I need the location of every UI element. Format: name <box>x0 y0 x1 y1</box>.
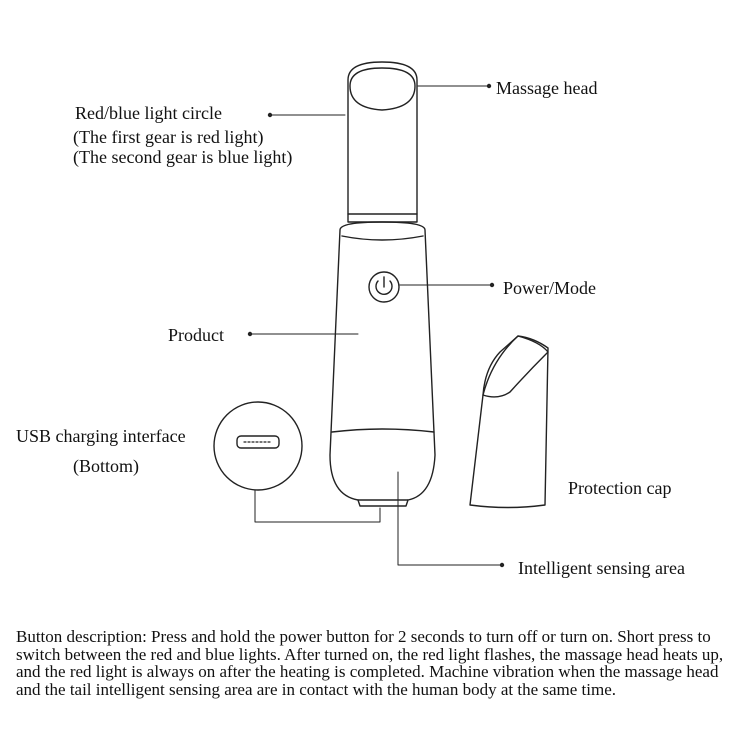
label-light-second-gear: (The second gear is blue light) <box>73 147 293 167</box>
usb-port-icon <box>213 401 303 491</box>
label-massage-head: Massage head <box>496 78 598 98</box>
button-description: Button description: Press and hold the p… <box>16 627 724 699</box>
massage-head-dome <box>349 67 416 111</box>
leader-lines <box>249 85 501 566</box>
neck-ring <box>341 235 424 241</box>
protection-cap-opening <box>482 335 549 398</box>
power-button-icon <box>368 271 400 303</box>
product-body <box>329 221 436 501</box>
label-sensing-area: Intelligent sensing area <box>518 558 685 578</box>
label-light-first-gear: (The first gear is red light) <box>73 127 264 147</box>
label-usb-interface: USB charging interface <box>16 426 186 446</box>
sensing-base <box>357 499 409 507</box>
label-protection-cap: Protection cap <box>568 478 672 498</box>
leader-dots <box>247 83 505 568</box>
label-light-circle: Red/blue light circle <box>75 103 222 123</box>
label-usb-bottom: (Bottom) <box>73 456 139 476</box>
massage-head-tube <box>347 61 418 223</box>
label-product: Product <box>168 325 224 345</box>
label-power-mode: Power/Mode <box>503 278 596 298</box>
sensing-band <box>331 428 435 433</box>
protection-cap <box>469 335 549 509</box>
